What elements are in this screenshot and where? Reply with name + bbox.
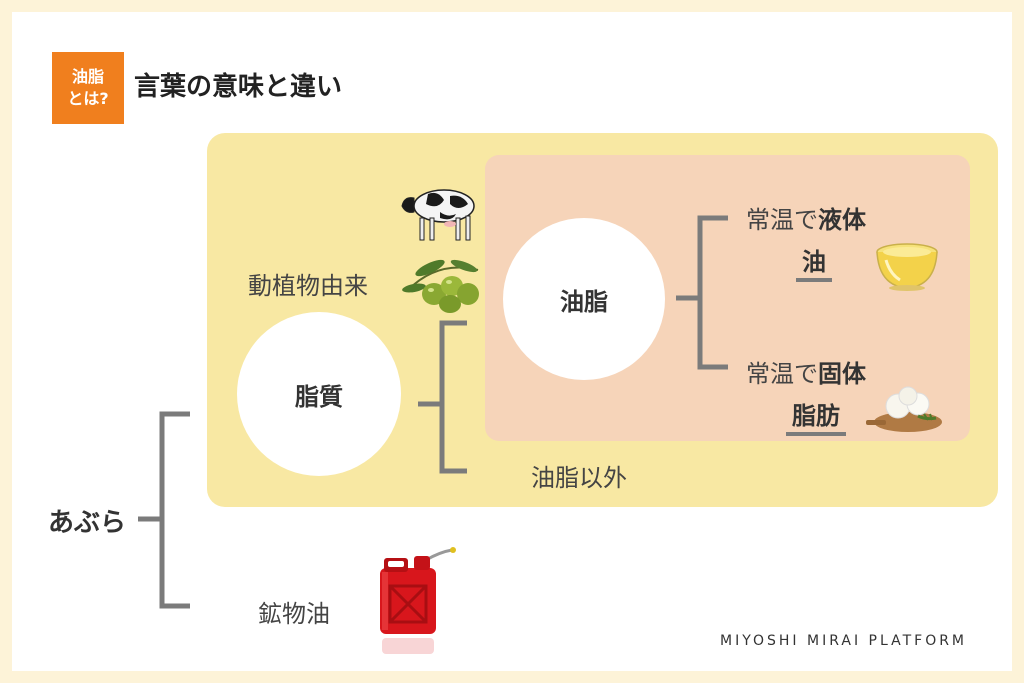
solid-emphasis: 固体: [818, 360, 866, 388]
non-oil-label: 油脂以外: [531, 464, 627, 492]
liquid-prefix: 常温で: [746, 206, 818, 234]
badge-line1: 油脂: [71, 67, 104, 86]
olive-icon: [402, 259, 479, 313]
mineral-oil-label: 鉱物油: [258, 600, 330, 628]
cow-icon: [401, 189, 475, 241]
fat-circle-label: 脂質: [295, 382, 343, 411]
page-title: 言葉の意味と違い: [134, 72, 343, 102]
solid-term: 脂肪: [786, 396, 846, 436]
solid-prefix: 常温で: [746, 360, 818, 388]
fat-bracket: [439, 320, 467, 474]
topic-badge: 油脂 とは?: [52, 52, 124, 124]
origin-label: 動植物由来: [248, 272, 368, 300]
liquid-term-text: 油: [796, 248, 832, 282]
liquid-line: 常温で液体: [746, 200, 866, 235]
oil-circle: 油脂: [503, 218, 665, 380]
oil-bowl-icon: [876, 243, 938, 291]
liquid-emphasis: 液体: [818, 206, 866, 234]
root-label: あぶら: [48, 508, 127, 538]
solid-term-text: 脂肪: [786, 402, 846, 436]
jerrycan-icon: [380, 547, 456, 654]
badge-line2: とは?: [67, 89, 109, 108]
oil-circle-label: 油脂: [560, 287, 608, 316]
oil-bracket: [697, 215, 728, 370]
butter-board-icon: [866, 386, 942, 432]
fat-circle: 脂質: [237, 312, 401, 476]
liquid-term: 油: [796, 242, 832, 282]
root-bracket: [159, 411, 190, 609]
brand-footer: MIYOSHI MIRAI PLATFORM: [720, 633, 968, 649]
solid-line: 常温で固体: [746, 354, 866, 389]
